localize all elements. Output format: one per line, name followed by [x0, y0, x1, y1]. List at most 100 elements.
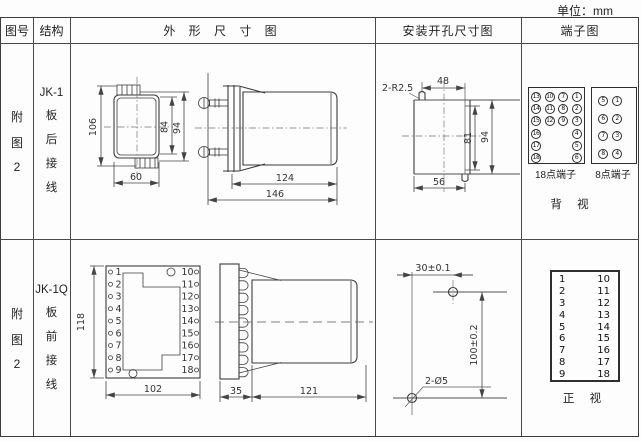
svg-text:9: 9: [116, 365, 122, 376]
row2-side-view-drawing: 35 121: [215, 263, 373, 402]
dim-48: 48: [437, 76, 449, 87]
row1-install-drawing: 48 2-R2.5 81 94 56: [382, 76, 520, 192]
dim-102: 102: [144, 384, 162, 395]
row2-fig-no: 附 图 2: [10, 307, 23, 371]
svg-text:7: 7: [116, 341, 122, 352]
dim-124: 124: [276, 173, 294, 184]
row1-structure: JK-1 板 后 接 线: [39, 87, 64, 194]
header-structure: 结构: [39, 24, 64, 38]
terminal-circle-6: 6: [571, 153, 582, 163]
svg-text:8: 8: [116, 353, 122, 364]
dim-118: 118: [76, 313, 87, 331]
terminal-circle-13: 13: [531, 92, 541, 102]
terminal-circle-14: 14: [531, 104, 541, 115]
terminal-circle-17: 17: [531, 140, 541, 151]
terminal-circle-6: 6: [598, 113, 608, 124]
table-line-h1: [0, 43, 639, 44]
row1-side-view-drawing: 124 146: [195, 73, 347, 205]
svg-text:6: 6: [116, 328, 122, 339]
table-line-v3: [375, 17, 376, 436]
terminal-8-label: 8点端子: [595, 170, 631, 181]
terminal-circle-8: 8: [598, 149, 608, 160]
dim-121: 121: [300, 386, 318, 397]
terminal-circle-12: 12: [544, 116, 555, 127]
terminal-circle-1: 1: [571, 92, 582, 102]
terminal-circle-8: 8: [558, 104, 568, 115]
row2-view-label: 正 视: [562, 393, 608, 405]
table-line-v4: [521, 17, 522, 436]
row2-structure: JK-1Q 板 前 接 线: [35, 284, 68, 391]
dim-106: 106: [88, 118, 99, 136]
terminal-circle-2: 2: [612, 113, 622, 124]
row2-install-drawing: 30±0.1 100±0.2 2-Ø5: [393, 263, 507, 415]
header-install: 安装开孔尺寸图: [402, 24, 494, 38]
dim-94: 94: [172, 122, 183, 134]
terminal-18-label: 18点端子: [534, 170, 577, 181]
svg-text:15: 15: [181, 328, 193, 339]
svg-text:1: 1: [116, 267, 122, 278]
svg-text:4: 4: [116, 304, 122, 315]
svg-text:17: 17: [181, 353, 193, 364]
hole-callout: 2-Ø5: [425, 376, 448, 387]
header-fig-no: 图号: [4, 24, 29, 38]
terminal-circle-3: 3: [571, 116, 582, 127]
header-terminal: 端子图: [560, 24, 600, 38]
dim-30: 30±0.1: [415, 263, 450, 274]
terminal-circle-4: 4: [571, 128, 582, 139]
dim-60: 60: [130, 172, 142, 183]
row1-view-label: 背 视: [550, 199, 595, 211]
terminal-circle-3: 3: [612, 131, 622, 142]
svg-text:14: 14: [181, 316, 193, 327]
dim-81: 81: [463, 132, 474, 144]
row1-front-view-drawing: 106 84 94 60: [88, 77, 189, 187]
terminal-circle-18: 18: [531, 153, 541, 163]
dim-56: 56: [433, 177, 445, 188]
table-line-v1: [33, 17, 34, 436]
terminal-circle-7: 7: [558, 92, 568, 102]
svg-text:12: 12: [181, 292, 193, 303]
dim-146: 146: [266, 189, 284, 200]
table-line-h2: [0, 239, 639, 240]
row1-fig-no: 附 图 2: [10, 110, 23, 174]
table-line-v2: [70, 17, 71, 436]
svg-text:10: 10: [181, 267, 193, 278]
dim-94b: 94: [480, 131, 491, 143]
terminal-circle-5: 5: [598, 96, 608, 106]
svg-text:13: 13: [181, 304, 193, 315]
svg-text:16: 16: [181, 341, 193, 352]
terminal-circle-7: 7: [598, 131, 608, 142]
svg-text:2: 2: [116, 279, 122, 290]
terminal-circle-9: 9: [558, 116, 568, 127]
svg-text:3: 3: [116, 292, 122, 303]
terminal-circle-2: 2: [571, 104, 582, 115]
svg-text:11: 11: [181, 279, 193, 290]
terminal-circle-4: 4: [612, 149, 622, 160]
svg-text:18: 18: [181, 365, 193, 376]
header-outline: 外 形 尺 寸 图: [163, 24, 282, 38]
table-border: [0, 17, 639, 437]
dim-100: 100±0.2: [469, 324, 480, 365]
terminal-circle-10: 10: [544, 92, 555, 102]
terminal-circle-11: 11: [544, 104, 555, 115]
terminal-circle-1: 1: [612, 96, 622, 106]
svg-text:5: 5: [116, 316, 122, 327]
unit-label: 单位：mm: [557, 4, 613, 18]
slot-label: 2-R2.5: [382, 83, 413, 94]
terminal-circle-5: 5: [571, 140, 582, 151]
terminal-circle-15: 15: [531, 116, 541, 127]
terminal-circle-16: 16: [531, 128, 541, 139]
